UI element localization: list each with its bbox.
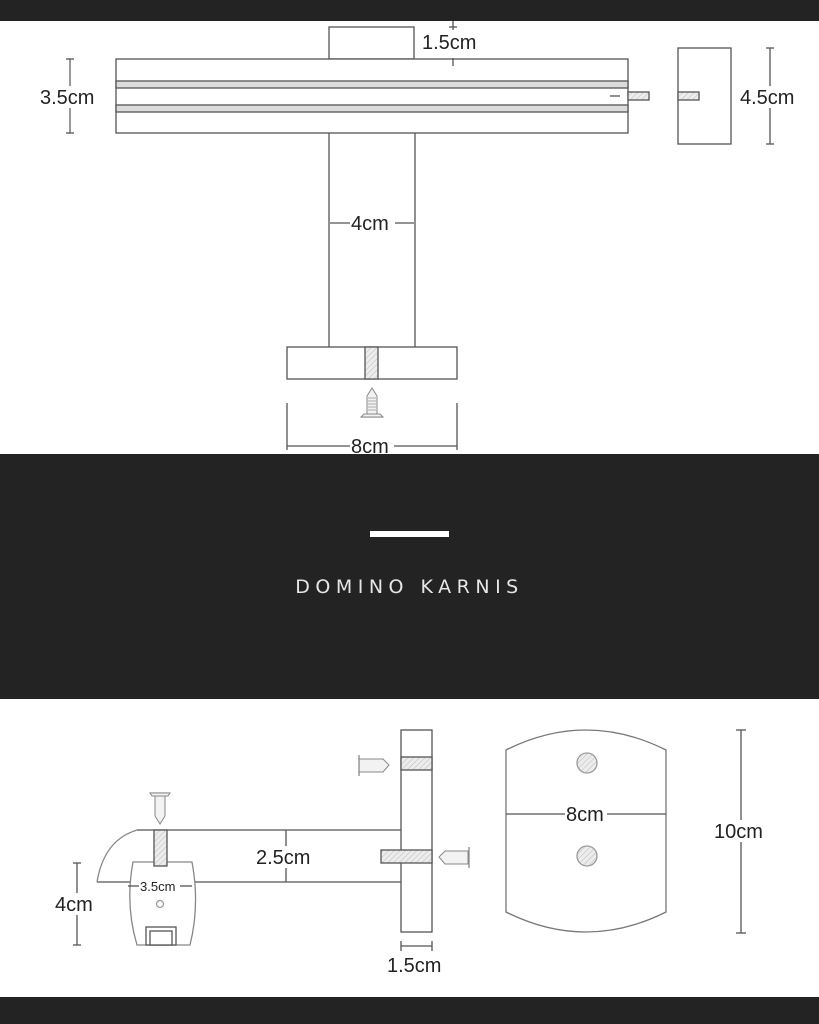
product-title: DOMINO KARNIS [295,576,524,598]
clip-width-label: 3.5cm [140,879,175,894]
clip-height-label: 4cm [55,894,93,916]
plate-thickness-label: 1.5cm [387,955,441,977]
plate-width-label: 8cm [566,804,604,826]
arm-thickness-label: 2.5cm [256,847,310,869]
mount-thickness-label: 1.5cm [422,32,476,54]
plate-height-label: 10cm [714,821,763,843]
accent-divider [370,531,449,537]
top-technical-drawing: 3.5cm 1.5cm 4.5cm 4cm 8cm [38,21,804,454]
arm-width-label: 4cm [351,213,389,235]
base-width-label: 8cm [351,436,389,454]
title-band [0,454,819,699]
end-profile-height-label: 4.5cm [740,87,794,109]
top-dark-band [0,0,819,21]
bottom-dark-band [0,997,819,1024]
rail-height-label: 3.5cm [40,87,94,109]
bottom-technical-drawing: 4cm 3.5cm 2.5cm 1.5cm 8cm 10cm [52,729,770,977]
